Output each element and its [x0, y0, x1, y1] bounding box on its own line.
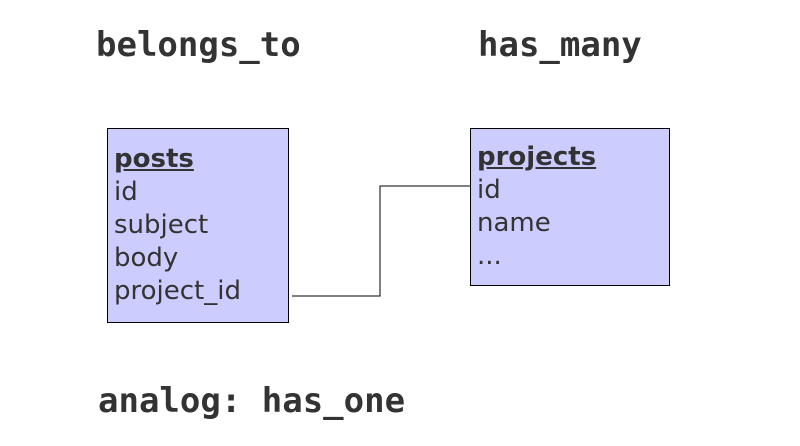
analog-has-one-heading: analog: has_one: [98, 381, 406, 421]
projects-field-ellipsis: ...: [477, 241, 502, 271]
posts-table-name: posts: [114, 144, 194, 174]
posts-field-id: id: [114, 177, 138, 207]
projects-table-name: projects: [477, 142, 597, 172]
foreign-key-link-line: [292, 185, 470, 297]
posts-table: posts id subject body project_id: [107, 128, 289, 323]
projects-field-name: name: [477, 208, 551, 238]
posts-field-project-id: project_id: [114, 276, 241, 306]
projects-table: projects id name ...: [470, 128, 670, 286]
projects-field-id: id: [477, 175, 501, 205]
posts-field-subject: subject: [114, 210, 209, 240]
has-many-heading: has_many: [478, 25, 642, 65]
posts-field-body: body: [114, 243, 179, 273]
belongs-to-heading: belongs_to: [96, 25, 301, 65]
